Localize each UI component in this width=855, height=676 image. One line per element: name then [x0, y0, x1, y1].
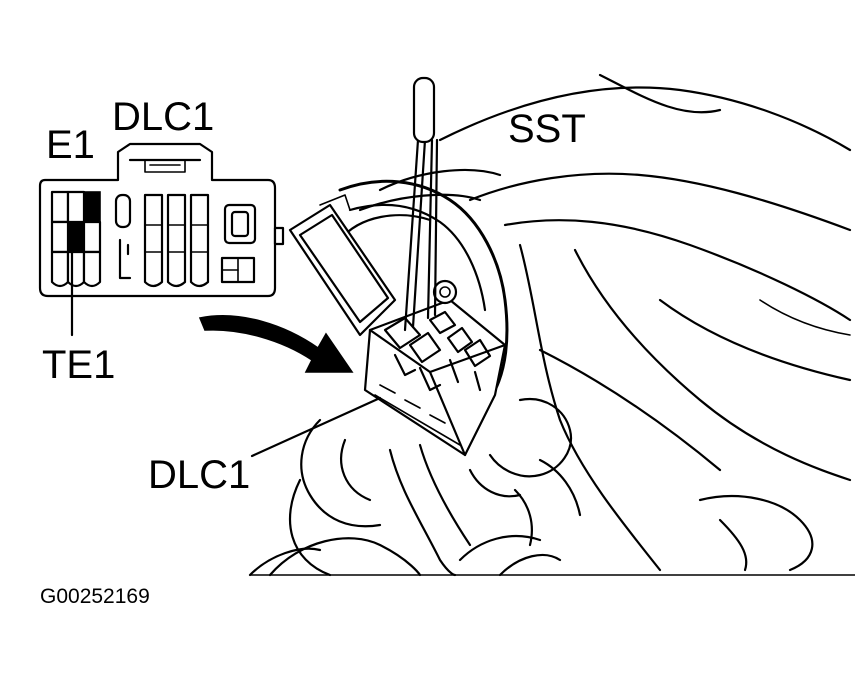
label-e1: E1 — [46, 123, 95, 167]
label-dlc1-top: DLC1 — [112, 95, 214, 139]
direction-arrow — [198, 315, 354, 373]
dlc1-terminal-layout — [38, 142, 285, 337]
terminal-te1 — [67, 221, 85, 253]
label-sst: SST — [508, 107, 586, 151]
label-dlc1-bottom: DLC1 — [148, 453, 250, 497]
label-te1: TE1 — [42, 343, 115, 387]
figure-code: G00252169 — [40, 585, 150, 608]
terminal-e1 — [83, 191, 101, 223]
dlc1-connector-installed — [288, 76, 509, 457]
dlc1-leader-line — [250, 396, 382, 458]
